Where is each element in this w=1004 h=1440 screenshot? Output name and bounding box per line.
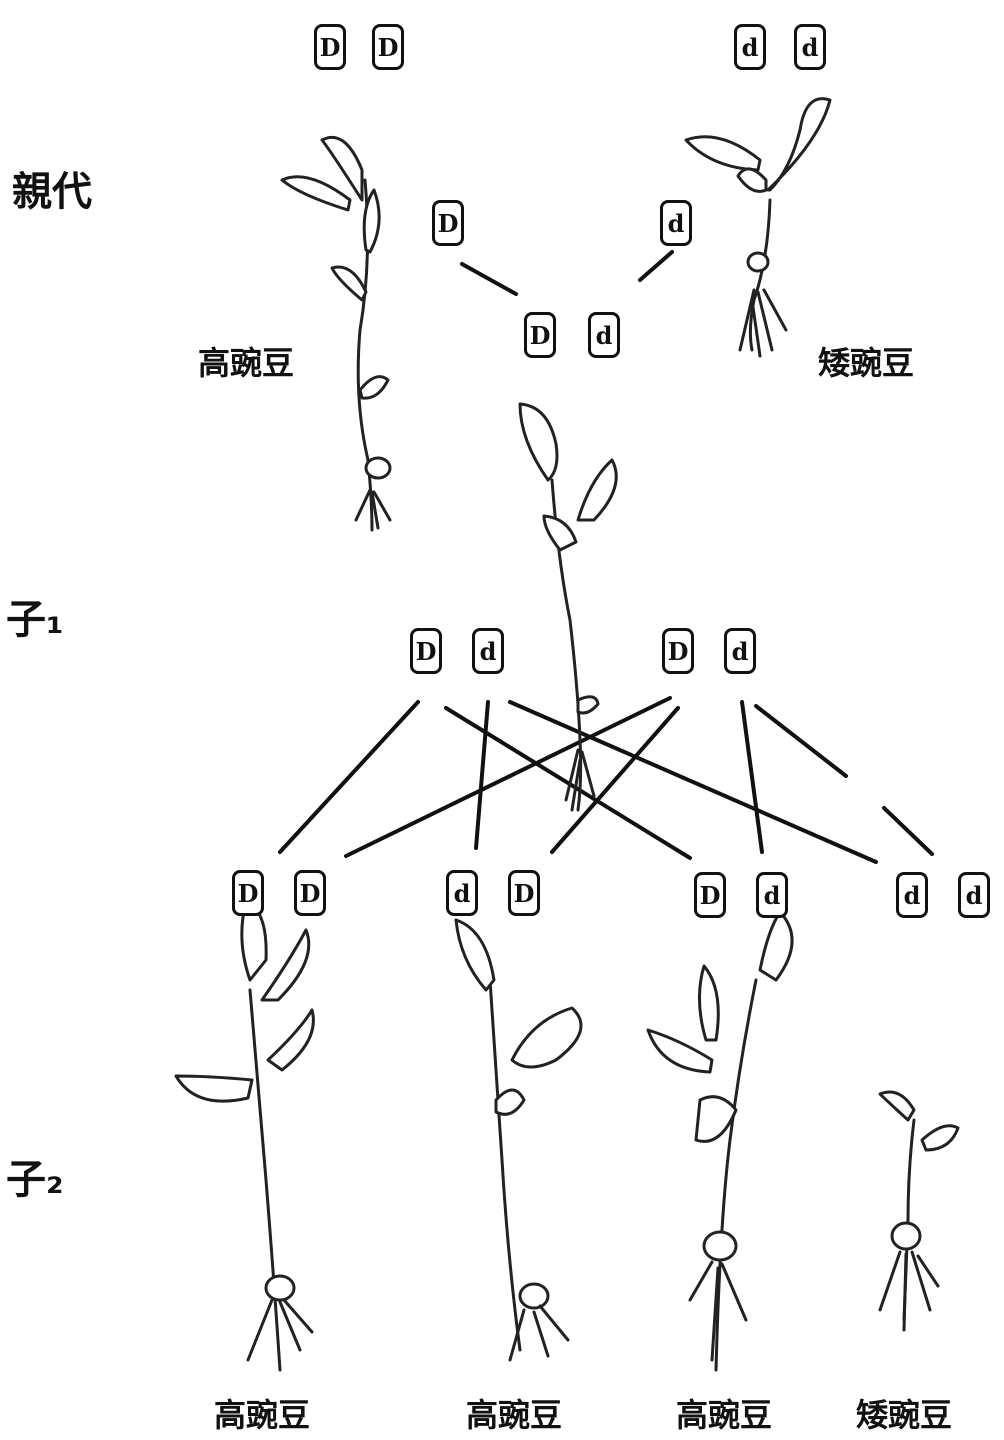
short-parent-plant xyxy=(684,97,832,358)
f2-1-name: 高豌豆 xyxy=(214,1396,311,1434)
f2-generation-label: 子₂ xyxy=(6,1157,64,1203)
f2-1-gene-1: D xyxy=(232,870,264,916)
f2-4-gene-1: d xyxy=(896,872,928,918)
f2-4-name: 矮豌豆 xyxy=(856,1396,953,1434)
parent-gamete-d-small: d xyxy=(660,200,692,246)
f2-4-gene-2: d xyxy=(958,872,990,918)
f2-3-gene-2: d xyxy=(756,872,788,918)
f2-3-gene-1: D xyxy=(694,872,726,918)
tall-parent-plant xyxy=(280,135,392,532)
f2-plant-4 xyxy=(878,1090,960,1332)
cross-line xyxy=(344,696,672,858)
f2-3-name: 高豌豆 xyxy=(676,1396,773,1434)
cross-line xyxy=(550,706,680,854)
cross-line xyxy=(740,700,764,854)
cross-line xyxy=(278,700,420,854)
short-parent-name: 矮豌豆 xyxy=(818,344,915,382)
cross-line xyxy=(882,806,934,856)
f2-plant-3 xyxy=(646,910,794,1372)
cross-line xyxy=(474,700,490,850)
gamete-line-d-small xyxy=(638,250,674,282)
f2-plant-1 xyxy=(174,900,315,1372)
f1-gamete-left-2: d xyxy=(472,628,504,674)
f1-generation-label: 子₁ xyxy=(6,597,64,643)
f1-gamete-right-1: D xyxy=(662,628,694,674)
f2-2-gene-1: d xyxy=(446,870,478,916)
f1-gene-2: d xyxy=(588,312,620,358)
gamete-line-d-big xyxy=(460,262,518,296)
short-parent-gene-1: d xyxy=(734,24,766,70)
f2-2-name: 高豌豆 xyxy=(466,1396,563,1434)
f2-1-gene-2: D xyxy=(294,870,326,916)
tall-parent-gene-2: D xyxy=(372,24,404,70)
f1-gamete-left-1: D xyxy=(410,628,442,674)
cross-line xyxy=(508,700,878,864)
parent-generation-label: 親代 xyxy=(12,169,92,215)
f1-gamete-right-2: d xyxy=(724,628,756,674)
f2-plant-2 xyxy=(454,918,583,1362)
short-parent-gene-2: d xyxy=(794,24,826,70)
cross-line xyxy=(754,704,848,778)
tall-parent-name: 高豌豆 xyxy=(198,344,295,382)
f1-plant xyxy=(518,402,618,812)
f1-gene-1: D xyxy=(524,312,556,358)
f2-2-gene-2: D xyxy=(508,870,540,916)
tall-parent-gene-1: D xyxy=(314,24,346,70)
parent-gamete-d-big: D xyxy=(432,200,464,246)
